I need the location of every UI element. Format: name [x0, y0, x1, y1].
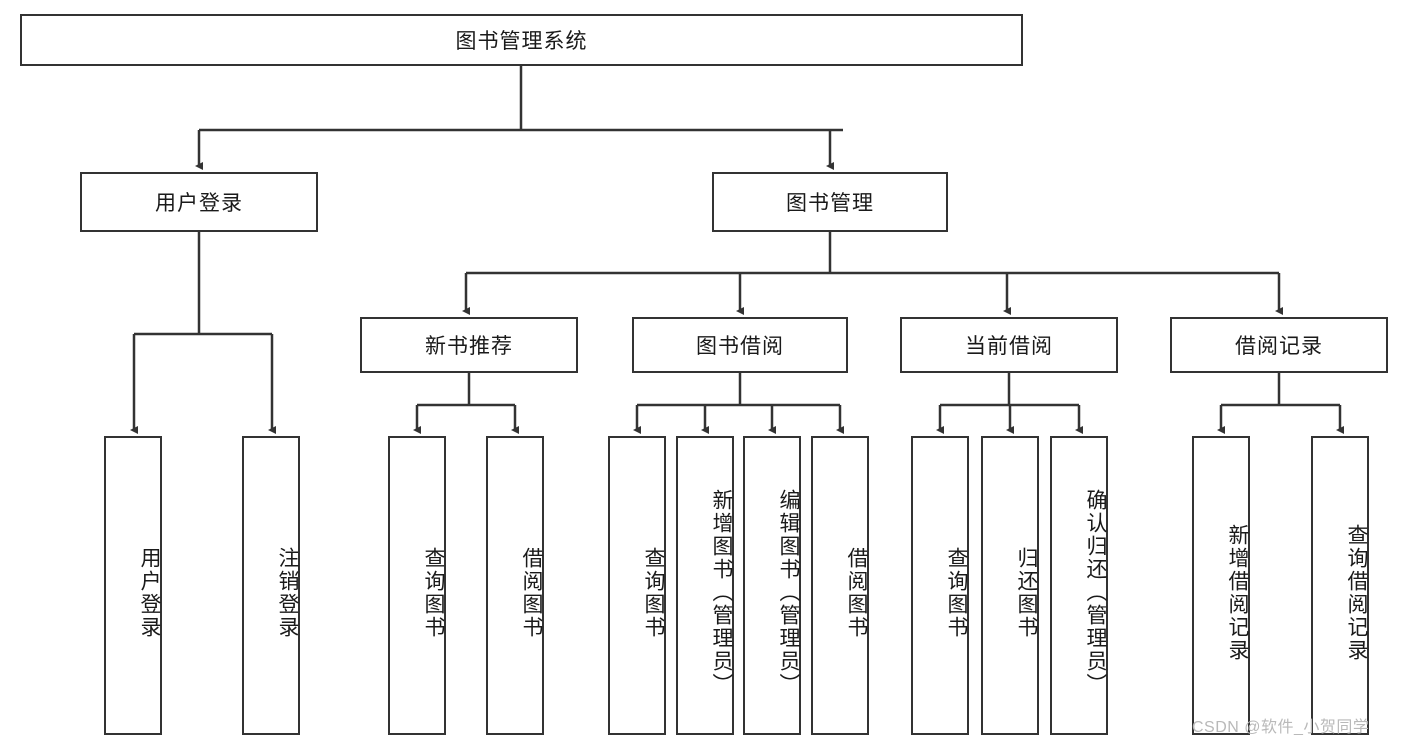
leaf-edit-book-admin-label: 编辑图书（管理员） — [777, 489, 800, 696]
leaf-query-borrow-record[interactable]: 查询借阅记录 — [1311, 436, 1369, 735]
leaf-logout-login-label: 注销登录 — [276, 546, 299, 639]
node-root-label: 图书管理系统 — [455, 30, 588, 53]
leaf-borrow-book-recommend[interactable]: 借阅图书 — [486, 436, 544, 735]
leaf-borrow-book-recommend-label: 借阅图书 — [520, 546, 543, 639]
node-current-borrow[interactable]: 当前借阅 — [900, 317, 1118, 373]
node-user-login[interactable]: 用户登录 — [80, 172, 318, 232]
leaf-return-book[interactable]: 归还图书 — [981, 436, 1039, 735]
node-book-borrow[interactable]: 图书借阅 — [632, 317, 848, 373]
leaf-query-book-current[interactable]: 查询图书 — [911, 436, 969, 735]
leaf-borrow-book[interactable]: 借阅图书 — [811, 436, 869, 735]
leaf-user-login-label: 用户登录 — [138, 546, 161, 639]
csdn-watermark: CSDN @软件_小贺同学 — [1192, 719, 1370, 736]
leaf-user-login[interactable]: 用户登录 — [104, 436, 162, 735]
leaf-query-book-recommend[interactable]: 查询图书 — [388, 436, 446, 735]
leaf-query-book-borrow-label: 查询图书 — [642, 546, 665, 639]
leaf-add-book-admin[interactable]: 新增图书（管理员） — [676, 436, 734, 735]
node-borrow-record-label: 借阅记录 — [1235, 335, 1323, 358]
leaf-query-book-recommend-label: 查询图书 — [422, 546, 445, 639]
leaf-logout-login[interactable]: 注销登录 — [242, 436, 300, 735]
node-current-borrow-label: 当前借阅 — [965, 335, 1053, 358]
node-root[interactable]: 图书管理系统 — [20, 14, 1023, 66]
leaf-confirm-return-admin-label: 确认归还（管理员） — [1084, 489, 1107, 696]
node-borrow-record[interactable]: 借阅记录 — [1170, 317, 1388, 373]
node-book-manage[interactable]: 图书管理 — [712, 172, 948, 232]
leaf-confirm-return-admin[interactable]: 确认归还（管理员） — [1050, 436, 1108, 735]
node-book-borrow-label: 图书借阅 — [696, 335, 784, 358]
leaf-add-book-admin-label: 新增图书（管理员） — [710, 489, 733, 696]
node-new-book-recommend-label: 新书推荐 — [425, 335, 513, 358]
leaf-add-borrow-record[interactable]: 新增借阅记录 — [1192, 436, 1250, 735]
leaf-query-book-borrow[interactable]: 查询图书 — [608, 436, 666, 735]
node-new-book-recommend[interactable]: 新书推荐 — [360, 317, 578, 373]
leaf-edit-book-admin[interactable]: 编辑图书（管理员） — [743, 436, 801, 735]
leaf-query-book-current-label: 查询图书 — [945, 546, 968, 639]
leaf-borrow-book-label: 借阅图书 — [845, 546, 868, 639]
node-book-manage-label: 图书管理 — [786, 192, 874, 215]
leaf-add-borrow-record-label: 新增借阅记录 — [1226, 523, 1249, 662]
node-user-login-label: 用户登录 — [155, 192, 243, 215]
leaf-query-borrow-record-label: 查询借阅记录 — [1345, 523, 1368, 662]
leaf-return-book-label: 归还图书 — [1015, 546, 1038, 639]
